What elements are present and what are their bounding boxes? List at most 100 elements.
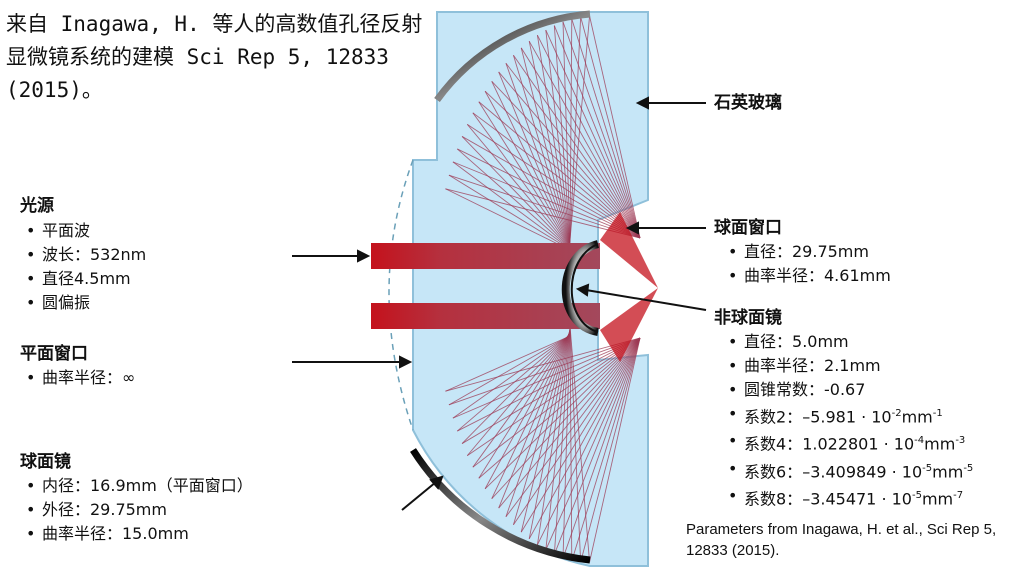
reflected-ray bbox=[445, 335, 571, 392]
reflected-ray bbox=[571, 18, 641, 239]
spherical-window-list: 直径：29.75mm 曲率半径：4.61mm bbox=[722, 240, 891, 288]
reflected-ray bbox=[445, 188, 571, 251]
reflected-ray bbox=[457, 337, 641, 432]
reflected-ray bbox=[562, 21, 571, 242]
reflected-ray bbox=[452, 337, 641, 419]
reflected-ray bbox=[562, 327, 571, 559]
reflected-ray bbox=[589, 15, 641, 239]
reflected-ray bbox=[478, 337, 641, 479]
reflected-ray bbox=[498, 71, 571, 246]
reflected-ray bbox=[505, 63, 571, 245]
reflected-ray bbox=[553, 25, 641, 239]
reflected-ray bbox=[589, 337, 641, 563]
spherical-window-heading: 球面窗口 bbox=[714, 218, 782, 238]
incoming-beam-upper bbox=[371, 243, 600, 269]
reflected-ray bbox=[528, 337, 641, 540]
list-item: 曲率半径：2.1mm bbox=[722, 354, 973, 378]
reflected-ray bbox=[484, 90, 641, 239]
reflected-ray bbox=[520, 47, 571, 244]
spherical-mirror-list: 内径：16.9mm（平面窗口） 外径：29.75mm 曲率半径：15.0mm bbox=[20, 474, 253, 546]
spherical-mirror-upper bbox=[434, 10, 591, 103]
list-item: 外径：29.75mm bbox=[20, 498, 253, 522]
list-item: 平面波 bbox=[20, 219, 146, 243]
reflected-ray bbox=[456, 334, 571, 432]
list-item: 圆偏振 bbox=[20, 291, 146, 315]
reflected-ray bbox=[553, 25, 571, 242]
aspheric-mirror-list: 直径：5.0mm 曲率半径：2.1mm 圆锥常数：-0.67 系数2：–5.98… bbox=[722, 330, 973, 511]
reflected-ray bbox=[498, 337, 641, 509]
reflected-ray bbox=[466, 333, 571, 456]
reflected-ray bbox=[478, 101, 641, 239]
reflected-ray bbox=[528, 329, 571, 539]
aspheric-mirror-heading: 非球面镜 bbox=[714, 308, 782, 328]
reflected-ray bbox=[569, 15, 591, 241]
reflected-ray bbox=[569, 18, 573, 241]
list-item: 直径：29.75mm bbox=[722, 240, 891, 264]
reflected-ray bbox=[520, 47, 641, 239]
source-note: Parameters from Inagawa, H. et al., Sci … bbox=[686, 521, 997, 559]
reflected-ray bbox=[472, 332, 571, 468]
reflected-ray bbox=[445, 337, 641, 392]
reflected-ray bbox=[448, 174, 571, 250]
reflected-ray bbox=[545, 328, 571, 551]
reflected-ray bbox=[545, 337, 641, 551]
reflected-ray bbox=[513, 337, 641, 526]
reflected-ray bbox=[505, 337, 641, 518]
reflected-ray bbox=[580, 337, 641, 563]
flat-window-heading: 平面窗口 bbox=[20, 344, 88, 364]
reflected-ray bbox=[569, 16, 582, 241]
reflected-ray bbox=[461, 333, 571, 444]
spherical-mirror-lower bbox=[410, 448, 591, 564]
quartz-glass-label: 石英玻璃 bbox=[714, 93, 782, 113]
light-source-list: 平面波 波长：532nm 直径4.5mm 圆偏振 bbox=[20, 219, 146, 315]
list-item: 波长：532nm bbox=[20, 243, 146, 267]
reflected-ray bbox=[467, 337, 641, 456]
list-item: 曲率半径：∞ bbox=[20, 366, 135, 390]
reflected-ray bbox=[478, 332, 571, 479]
reflected-ray bbox=[472, 112, 571, 248]
list-item: 系数6：–3.409849 · 10-5mm-5 bbox=[722, 457, 973, 484]
reflected-ray bbox=[478, 101, 571, 247]
reflected-ray bbox=[536, 35, 571, 243]
reflected-ray bbox=[571, 337, 641, 562]
reflected-ray bbox=[562, 21, 641, 239]
reflected-ray bbox=[520, 337, 641, 533]
reflected-ray bbox=[484, 331, 571, 489]
annotation-arrows bbox=[292, 96, 707, 511]
list-item: 圆锥常数：-0.67 bbox=[722, 378, 973, 402]
reflected-ray bbox=[513, 54, 641, 239]
incoming-beam-lower bbox=[371, 303, 600, 329]
flat-window-dashed-outline bbox=[388, 159, 414, 431]
list-item: 系数8：–3.45471 · 10-5mm-7 bbox=[722, 484, 973, 511]
reflected-ray bbox=[562, 337, 641, 559]
list-item: 直径4.5mm bbox=[20, 267, 146, 291]
reflected-ray bbox=[545, 29, 571, 243]
reflected-ray bbox=[484, 337, 641, 490]
reflected-ray bbox=[452, 334, 571, 419]
reflected-ray bbox=[569, 326, 573, 562]
light-source-heading: 光源 bbox=[20, 196, 54, 216]
reflected-ray bbox=[520, 329, 571, 533]
reflected-ray bbox=[452, 161, 571, 250]
reflected-ray bbox=[448, 337, 641, 406]
reflected-ray bbox=[528, 40, 641, 239]
reflected-ray bbox=[513, 330, 571, 525]
reflected-ray bbox=[472, 337, 641, 468]
reflected-ray bbox=[467, 124, 641, 239]
figure-caption: 来自 Inagawa, H. 等人的高数值孔径反射显微镜系统的建模 Sci Re… bbox=[6, 12, 423, 102]
list-item: 内径：16.9mm（平面窗口） bbox=[20, 474, 253, 498]
aspheric-mirror bbox=[561, 240, 600, 336]
reflected-ray bbox=[461, 136, 571, 249]
list-item: 系数4：1.022801 · 10-4mm-3 bbox=[722, 429, 973, 456]
reflected-ray bbox=[537, 35, 641, 239]
reflected-ray bbox=[505, 330, 571, 517]
reflected-ray bbox=[498, 71, 641, 239]
reflected-ray bbox=[491, 337, 641, 500]
reflected-ray bbox=[553, 337, 641, 555]
reflected-ray bbox=[491, 80, 641, 239]
reflected-ray bbox=[513, 55, 571, 245]
reflected-ray bbox=[580, 16, 641, 239]
list-item: 曲率半径：4.61mm bbox=[722, 264, 891, 288]
list-item: 系数2：–5.981 · 10-2mm-1 bbox=[722, 402, 973, 429]
